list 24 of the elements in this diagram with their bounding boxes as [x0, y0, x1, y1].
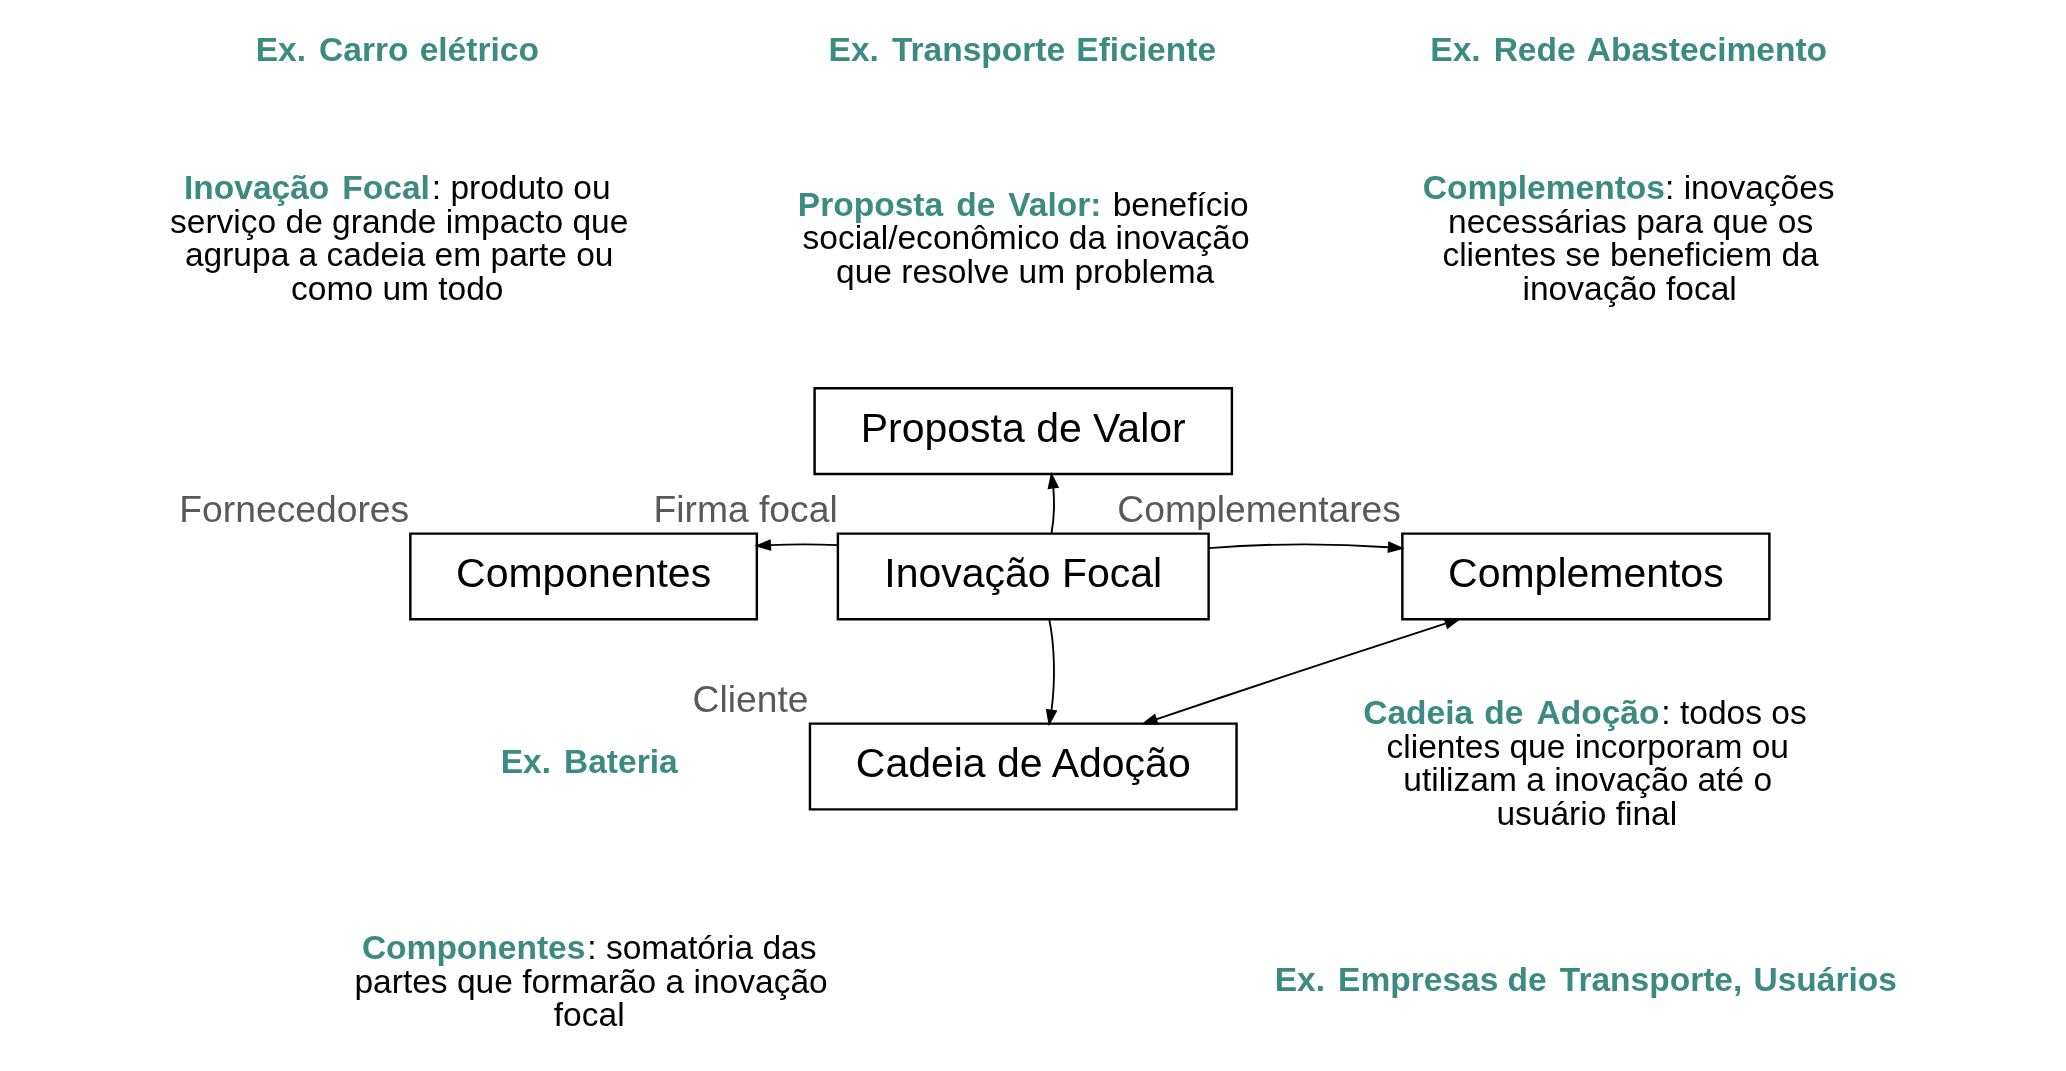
- label: Ex. Bateria: [500, 742, 678, 780]
- node-box: Proposta de Valor: [812, 387, 1233, 476]
- node-label: Cliente: [692, 678, 809, 721]
- node-box: Componentes: [408, 532, 758, 621]
- arrow: [753, 539, 839, 551]
- arrow: [1207, 541, 1405, 553]
- node-label: Complementares: [1116, 488, 1401, 531]
- label: Componentes: somatória das partes que formarão a inovação focal: [353, 929, 828, 1034]
- label: Cadeia de Adoção: todos os clientes que incorporam ou utilizam a inovação até o usuário final: [1362, 694, 1807, 832]
- label: Ex. Empresas de Transporte, Usuários: [1274, 960, 1897, 998]
- node-box: Complementos: [1400, 532, 1771, 621]
- node-label: Firma focal: [652, 488, 838, 531]
- node-label: Fornecedores: [178, 488, 409, 531]
- label: Ex. Rede Abastecimento: [1429, 31, 1827, 69]
- arrow: [1045, 618, 1057, 727]
- label: Ex. Carro elétrico: [255, 31, 539, 69]
- node-box: Inovação Focal: [836, 532, 1210, 621]
- label: Complementos: inovações necessárias para que os clientes se beneficiem da inovação focal: [1422, 169, 1835, 307]
- label: Inovação Focal: produto ou serviço de grande impacto que agrupa a cadeia em parte ou como um todo: [169, 169, 628, 307]
- label: Ex. Transporte Eficiente: [828, 31, 1216, 69]
- arrow: [1140, 618, 1461, 725]
- arrow: [1047, 471, 1059, 535]
- node-box: Cadeia de Adoção: [808, 722, 1238, 811]
- label: Proposta de Valor: benefício social/econômico da inovação que resolve um problema: [797, 185, 1250, 290]
